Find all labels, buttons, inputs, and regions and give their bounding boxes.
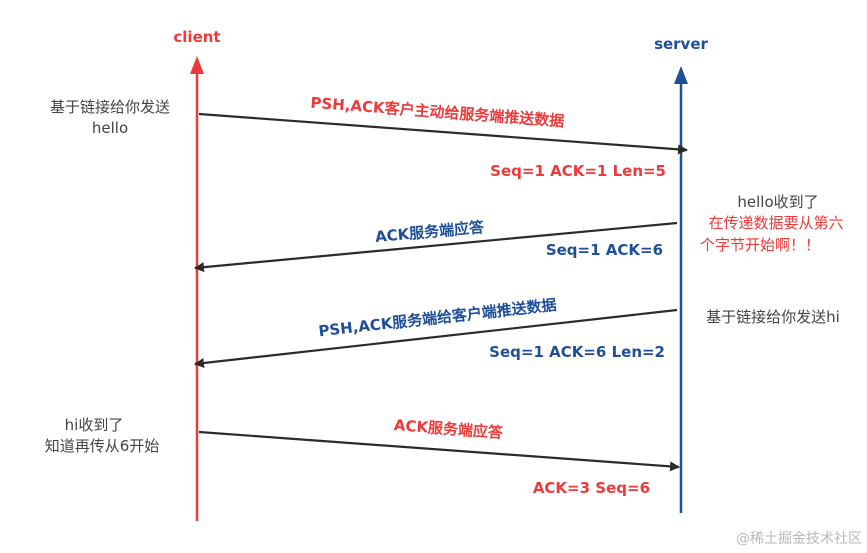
message-4-label: ACK服务端应答 bbox=[393, 416, 504, 442]
server-note-2: 基于链接给你发送hi bbox=[706, 308, 840, 326]
client-lifeline-arrowhead bbox=[190, 56, 204, 74]
message-3-label: PSH,ACK服务端给客户端推送数据 bbox=[318, 296, 558, 341]
message-arrow-4 bbox=[198, 430, 680, 472]
client-label: client bbox=[173, 28, 220, 46]
watermark: @稀土掘金技术社区 bbox=[736, 531, 862, 547]
client-note-2-line-1: hi收到了 bbox=[65, 416, 124, 434]
message-4-fields: ACK=3 Seq=6 bbox=[533, 479, 650, 497]
client-note-2-line-2: 知道再传从6开始 bbox=[45, 437, 160, 455]
client-note-1-line-1: 基于链接给你发送 bbox=[50, 98, 170, 116]
server-note-1-red-line-2: 个字节开始啊！！ bbox=[700, 236, 820, 254]
server-lifeline-arrowhead bbox=[674, 66, 688, 84]
client-note-1-line-2: hello bbox=[92, 119, 128, 137]
message-1-fields: Seq=1 ACK=1 Len=5 bbox=[490, 162, 666, 180]
message-3-fields: Seq=1 ACK=6 Len=2 bbox=[489, 343, 665, 361]
server-note-1-line-1: hello收到了 bbox=[737, 193, 818, 211]
message-arrow-2 bbox=[194, 221, 678, 273]
server-note-1-red-line-1: 在传递数据要从第六 bbox=[708, 214, 843, 232]
server-label: server bbox=[654, 35, 708, 53]
message-arrow-1 bbox=[198, 112, 688, 155]
message-arrow-3 bbox=[194, 308, 678, 368]
message-2-fields: Seq=1 ACK=6 bbox=[546, 241, 663, 259]
